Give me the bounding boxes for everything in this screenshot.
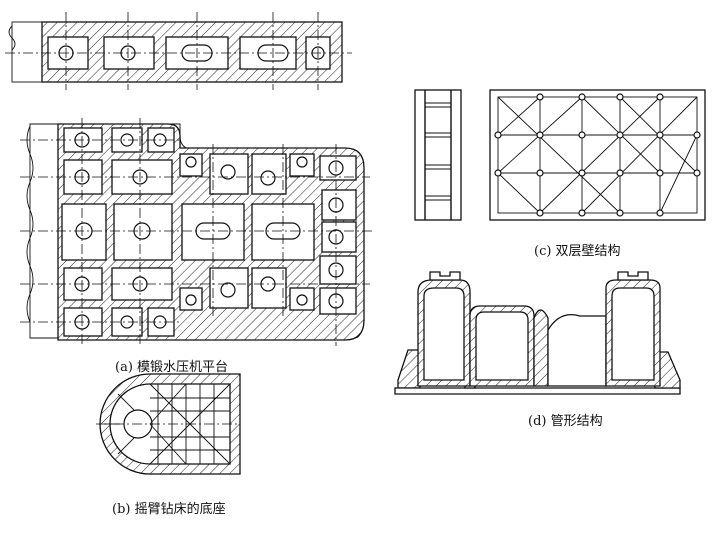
caption-c: (c) 双层壁结构 <box>534 244 621 259</box>
caption-a: (a) 模锻水压机平台 <box>115 360 229 375</box>
platform-plan-view <box>20 118 372 346</box>
platform-strip-view <box>5 12 352 90</box>
drill-base-view <box>96 373 241 475</box>
caption-d: (d) 管形结构 <box>528 414 603 429</box>
double-wall-view <box>414 89 706 221</box>
caption-b: (b) 摇臂钻床的底座 <box>112 502 226 517</box>
tubular-structure-view <box>394 271 681 395</box>
